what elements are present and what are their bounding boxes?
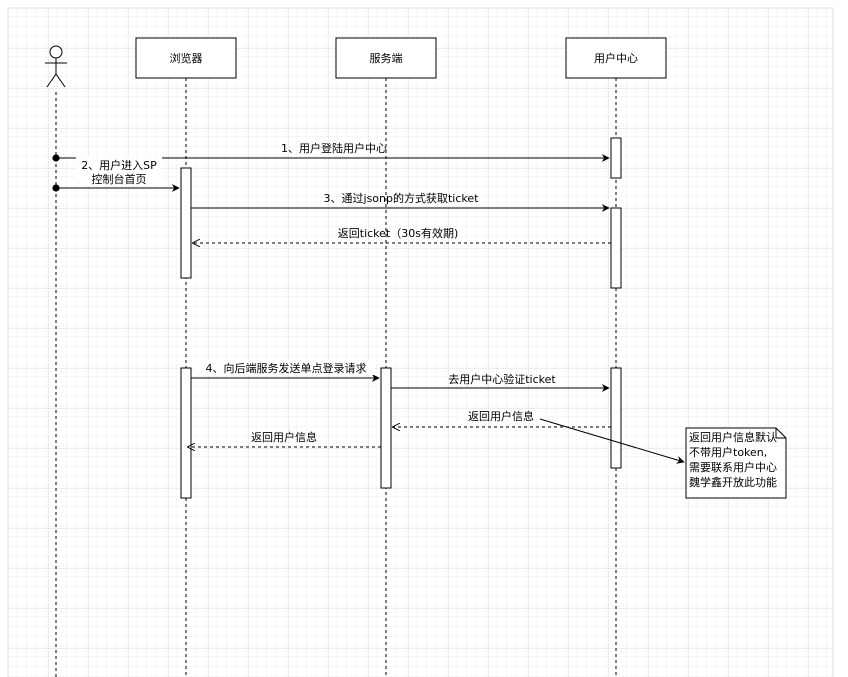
message-8[interactable]: 返回用户信息 (188, 430, 381, 447)
message-5-label: 4、向后端服务发送单点登录请求 (206, 361, 367, 375)
message-4[interactable]: 返回ticket（30s有效期) (193, 226, 611, 243)
note-line-3: 需要联系用户中心 (689, 460, 777, 474)
message-3-label: 3、通过jsonp的方式获取ticket (324, 191, 480, 205)
usercenter-activation-2[interactable] (610, 207, 622, 289)
message-6-label: 去用户中心验证ticket (448, 372, 556, 386)
participant-usercenter-label: 用户中心 (594, 51, 638, 65)
message-4-label: 返回ticket（30s有效期) (338, 226, 459, 240)
usercenter-activation-1[interactable] (610, 137, 622, 179)
browser-activation-2[interactable] (180, 367, 192, 499)
message-2-label-line1: 2、用户进入SP (81, 158, 157, 172)
actor-figure[interactable] (45, 45, 67, 88)
message-8-label: 返回用户信息 (251, 430, 317, 444)
note-box[interactable]: 返回用户信息默认 不带用户token, 需要联系用户中心 魏学鑫开放此功能 (685, 427, 787, 499)
note-line-4: 魏学鑫开放此功能 (689, 475, 777, 489)
note-line-2: 不带用户token, (689, 445, 767, 459)
server-activation[interactable] (380, 367, 392, 489)
participant-usercenter[interactable]: 用户中心 (565, 37, 667, 79)
usercenter-activation-3[interactable] (610, 367, 622, 469)
message-2-label-line2: 控制台首页 (92, 172, 147, 186)
participant-browser[interactable]: 浏览器 (135, 37, 237, 79)
background-grid (8, 8, 833, 677)
note-connector (539, 418, 685, 464)
message-5[interactable]: 4、向后端服务发送单点登录请求 (191, 360, 380, 382)
browser-activation-1[interactable] (180, 167, 192, 279)
note-line-1: 返回用户信息默认 (689, 430, 777, 444)
participant-server[interactable]: 服务端 (335, 37, 437, 79)
message-7[interactable]: 返回用户信息 (393, 409, 611, 427)
participant-server-label: 服务端 (370, 52, 403, 65)
message-6[interactable]: 去用户中心验证ticket (391, 372, 610, 392)
message-3[interactable]: 3、通过jsonp的方式获取ticket (191, 191, 610, 212)
message-1-label: 1、用户登陆用户中心 (281, 141, 387, 155)
message-7-label: 返回用户信息 (468, 409, 534, 423)
participant-browser-label: 浏览器 (170, 51, 203, 65)
message-2[interactable]: 2、用户进入SP 控制台首页 (52, 156, 180, 192)
